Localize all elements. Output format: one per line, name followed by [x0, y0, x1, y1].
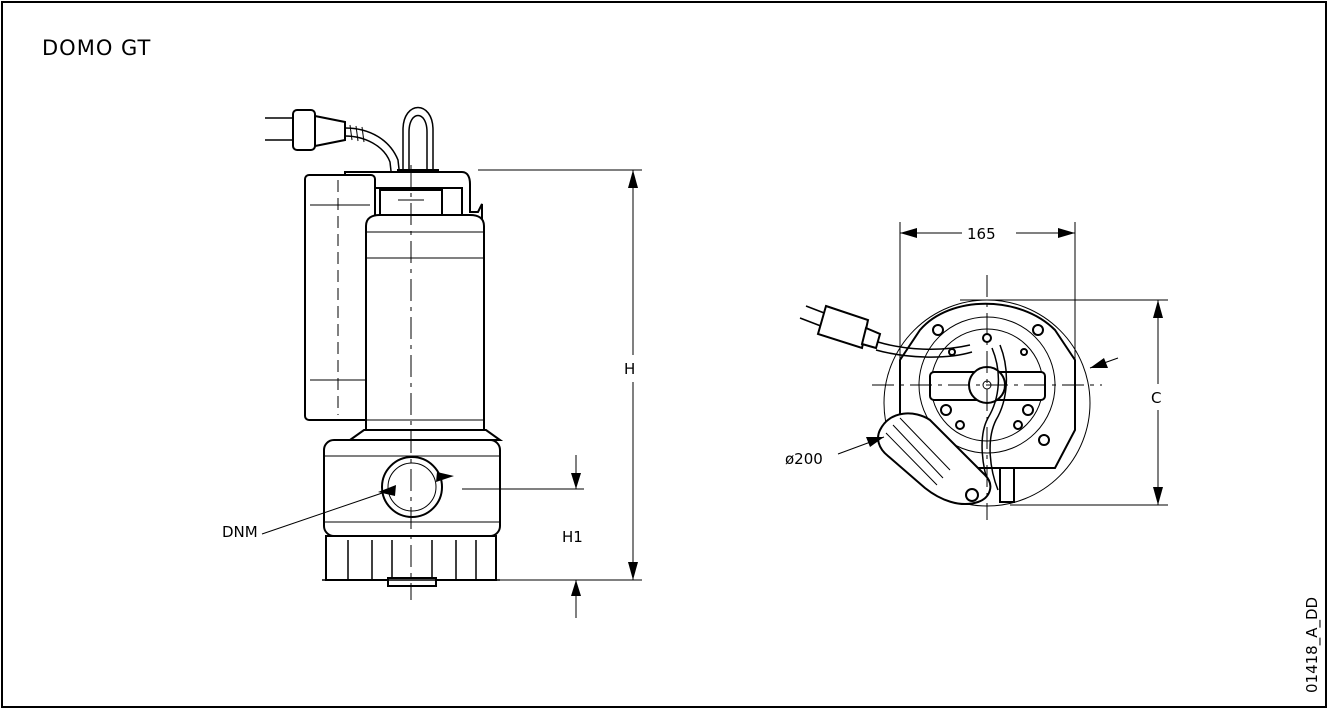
strainer-feet [322, 535, 500, 587]
power-plug-icon-top [799, 304, 973, 358]
dimension-c-label: C [1151, 389, 1161, 407]
dnm-leader [261, 490, 389, 535]
dimension-h-label: H [624, 360, 635, 378]
motor-housing [365, 214, 485, 441]
pump-side-view [265, 106, 504, 600]
dimension-h1 [462, 455, 584, 618]
power-plug-icon [265, 109, 401, 181]
dimension-165 [899, 222, 1076, 370]
dimension-dnm-label: DNM [222, 523, 258, 541]
dimension-c [960, 299, 1168, 506]
float-switch [304, 174, 376, 421]
dimension-diameter [837, 357, 1119, 455]
dimension-h1-label: H1 [562, 528, 583, 546]
drawing-title: DOMO GT [42, 36, 152, 60]
dimension-165-label: 165 [967, 225, 996, 243]
dimension-diameter-label: ø200 [785, 450, 823, 468]
outlet-circle [381, 456, 443, 518]
dimension-h [478, 169, 642, 581]
pump-top-view [872, 275, 1102, 520]
